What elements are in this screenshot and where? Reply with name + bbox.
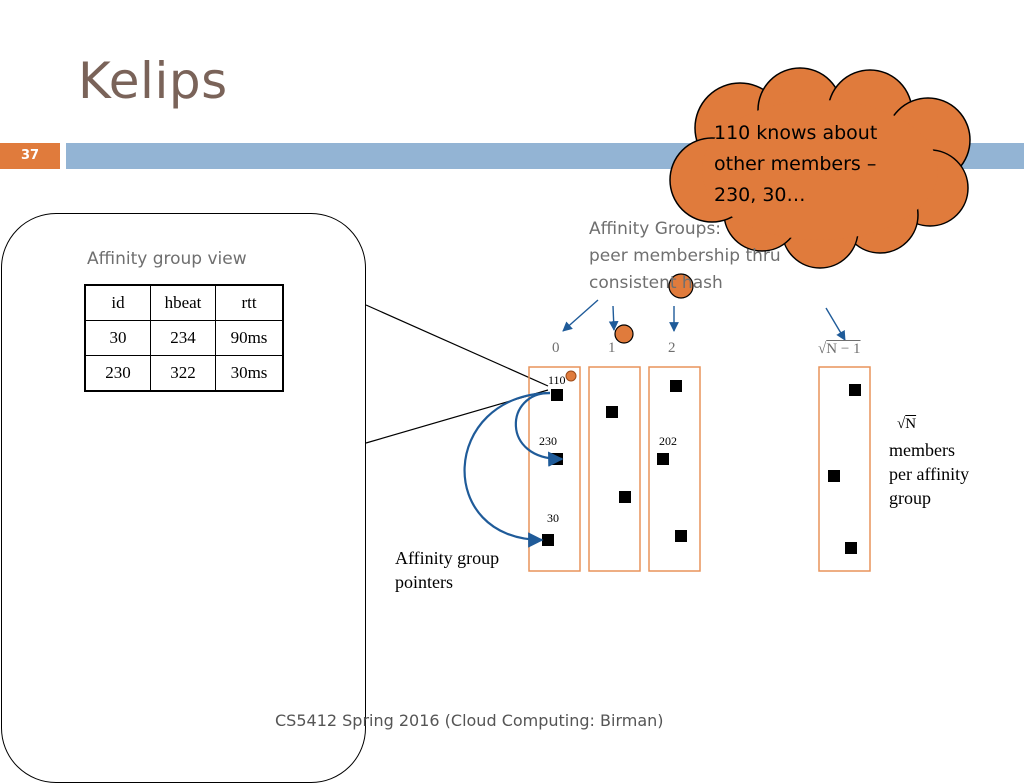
header-rtt: rtt — [215, 284, 284, 321]
cell-id: 30 — [84, 320, 151, 356]
node — [845, 542, 857, 554]
affinity-groups-line3: consistent hash — [589, 273, 723, 293]
node-label-110: 110 — [548, 373, 566, 387]
node — [619, 491, 631, 503]
column-label-1: 1 — [608, 340, 616, 356]
thought-dot-small — [614, 324, 634, 344]
node-label-230: 230 — [539, 434, 557, 448]
callout-text: 110 knows about other members – 230, 30… — [714, 118, 914, 211]
cell-rtt: 30ms — [215, 355, 284, 392]
column-label-last: √N − 1 — [818, 341, 861, 358]
affinity-group-column-1 — [588, 366, 641, 572]
affinity-groups-description: Affinity Groups: peer membership thru co… — [589, 216, 799, 297]
node — [675, 530, 687, 542]
table-row: 230 322 30ms — [84, 355, 284, 392]
members-line3: group — [889, 488, 931, 508]
affinity-groups-line2: peer membership thru — [589, 246, 781, 266]
node-label-202: 202 — [659, 434, 677, 448]
callout-line1: 110 knows about — [714, 122, 878, 144]
affinity-group-column-0 — [528, 366, 581, 572]
column-label-2: 2 — [668, 340, 676, 356]
affinity-group-column-2 — [648, 366, 701, 572]
thought-dot-large — [668, 273, 694, 299]
footer: CS5412 Spring 2016 (Cloud Computing: Bir… — [275, 711, 664, 730]
node — [828, 470, 840, 482]
zoom-line-top — [365, 304, 549, 387]
sqrt-symbol: √ — [818, 341, 827, 357]
cell-id: 230 — [84, 355, 151, 392]
node-30 — [542, 534, 554, 546]
callout-line2: other members – — [714, 153, 877, 175]
pointers-line1: Affinity group — [395, 548, 500, 568]
affinity-group-view-table: id hbeat rtt 30 234 90ms 230 322 30ms — [84, 284, 284, 392]
callout-line3: 230, 30… — [714, 184, 806, 206]
cell-hbeat: 322 — [150, 355, 216, 392]
cell-rtt: 90ms — [215, 320, 284, 356]
affinity-group-column-last — [818, 366, 871, 572]
members-per-group-label: members per affinity group — [889, 438, 969, 510]
affinity-groups-line1: Affinity Groups: — [589, 219, 722, 239]
affinity-group-pointers-label: Affinity group pointers — [395, 546, 499, 594]
group-arrow-0 — [562, 299, 599, 332]
slide-number: 37 — [0, 143, 60, 169]
pointer-arrow-30 — [463, 391, 551, 548]
table-row: 30 234 90ms — [84, 320, 284, 356]
column-label-last-text: N − 1 — [826, 341, 861, 357]
sqrt-symbol: √ — [897, 416, 906, 432]
affinity-group-view-label: Affinity group view — [87, 249, 247, 269]
group-arrow-1 — [608, 305, 619, 331]
header-id: id — [84, 284, 151, 321]
node — [849, 384, 861, 396]
node-110-marker — [565, 370, 577, 382]
column-label-0: 0 — [552, 340, 560, 356]
members-line2: per affinity — [889, 464, 970, 484]
pointer-arrow-230 — [514, 391, 564, 467]
pointers-line2: pointers — [395, 572, 453, 592]
node-110 — [551, 389, 563, 401]
node — [670, 380, 682, 392]
slide-title: Kelips — [78, 52, 228, 110]
table-header-row: id hbeat rtt — [84, 284, 284, 321]
node-label-30: 30 — [547, 511, 559, 525]
cell-hbeat: 234 — [150, 320, 216, 356]
node — [606, 406, 618, 418]
group-arrow-last — [825, 307, 846, 341]
sqrt-n-value: N — [905, 416, 917, 432]
members-line1: members — [889, 440, 955, 460]
sqrt-n-label: √N — [897, 416, 916, 433]
thought-bubble — [614, 67, 971, 344]
node-202 — [657, 453, 669, 465]
header-hbeat: hbeat — [150, 284, 216, 321]
